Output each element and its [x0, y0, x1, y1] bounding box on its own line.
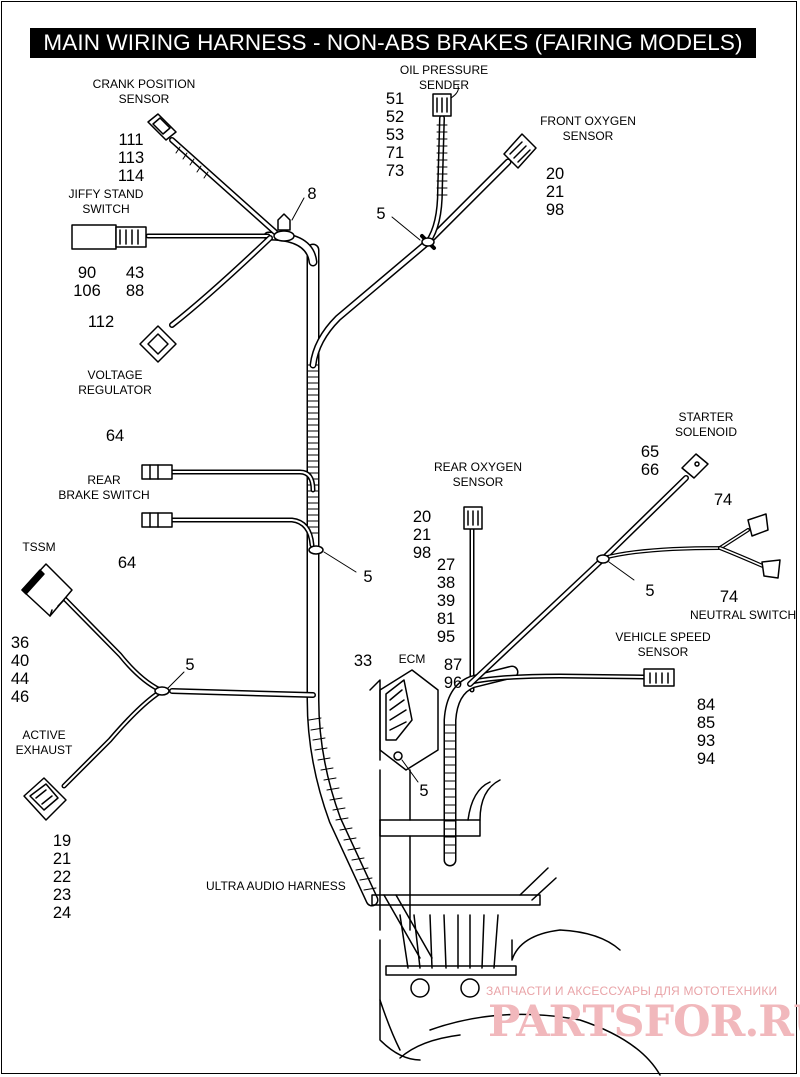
active-exhaust-connector [23, 777, 67, 821]
watermark-tagline: ЗАПЧАСТИ И АКСЕССУАРЫ ДЛЯ МОТОТЕХНИКИ [486, 984, 778, 998]
callout-voltage-regulator: 112 [87, 313, 115, 331]
starter-solenoid-connector [681, 453, 709, 479]
right-conduit [443, 665, 519, 867]
tssm-module [21, 563, 73, 617]
left-branch [59, 593, 316, 789]
callout-clip-5-mid: 5 [363, 568, 373, 586]
callout-clip-5-ecm: 5 [419, 782, 429, 800]
callout-clip-8: 8 [307, 185, 317, 203]
brake-switch-leads [169, 469, 316, 548]
vehicle-speed-sensor [643, 668, 675, 687]
chassis-structure [371, 779, 661, 1076]
diagram-title: MAIN WIRING HARNESS - NON-ABS BRAKES (FA… [30, 28, 756, 58]
callout-ecm-left: 33 [353, 652, 373, 670]
oil-pressure-sender [432, 85, 459, 117]
jiffy-stand-switch [71, 224, 147, 250]
clip-5-upper [421, 237, 435, 247]
callout-clip-5-left: 5 [185, 656, 195, 674]
neutral-switch-terminals [747, 513, 781, 579]
clip-8 [273, 197, 305, 242]
crank-position-sensor [147, 113, 177, 141]
tssm-label: TSSM [22, 540, 56, 554]
front-oxygen-sensor [503, 133, 537, 169]
clip-5-right [596, 554, 610, 564]
voltage-regulator-connector [139, 325, 177, 363]
ecm-module [369, 669, 439, 821]
clip-5-left [154, 686, 170, 696]
rear-brake-switch-connectors [141, 464, 173, 528]
watermark-brand: PARTSFOR.RU [488, 997, 800, 1047]
callout-brake-switch-upper: 64 [105, 427, 125, 445]
crank-sensor-lead [169, 137, 278, 235]
upper-right-branch [309, 115, 512, 369]
callout-neutral-bottom: 74 [719, 588, 739, 606]
callout-neutral-top: 74 [713, 491, 733, 509]
neutral-switch-label: NEUTRAL SWITCH [690, 608, 797, 622]
callout-clip-5-upper: 5 [376, 205, 386, 223]
callout-clip-5-right: 5 [645, 582, 655, 600]
ultra-audio-harness-label: ULTRA AUDIO HARNESS [206, 879, 346, 893]
ecm-label: ECM [398, 652, 426, 666]
callout-brake-switch-lower: 64 [117, 554, 137, 572]
rear-oxygen-sensor [463, 506, 483, 530]
clip-5-mid [308, 545, 324, 555]
